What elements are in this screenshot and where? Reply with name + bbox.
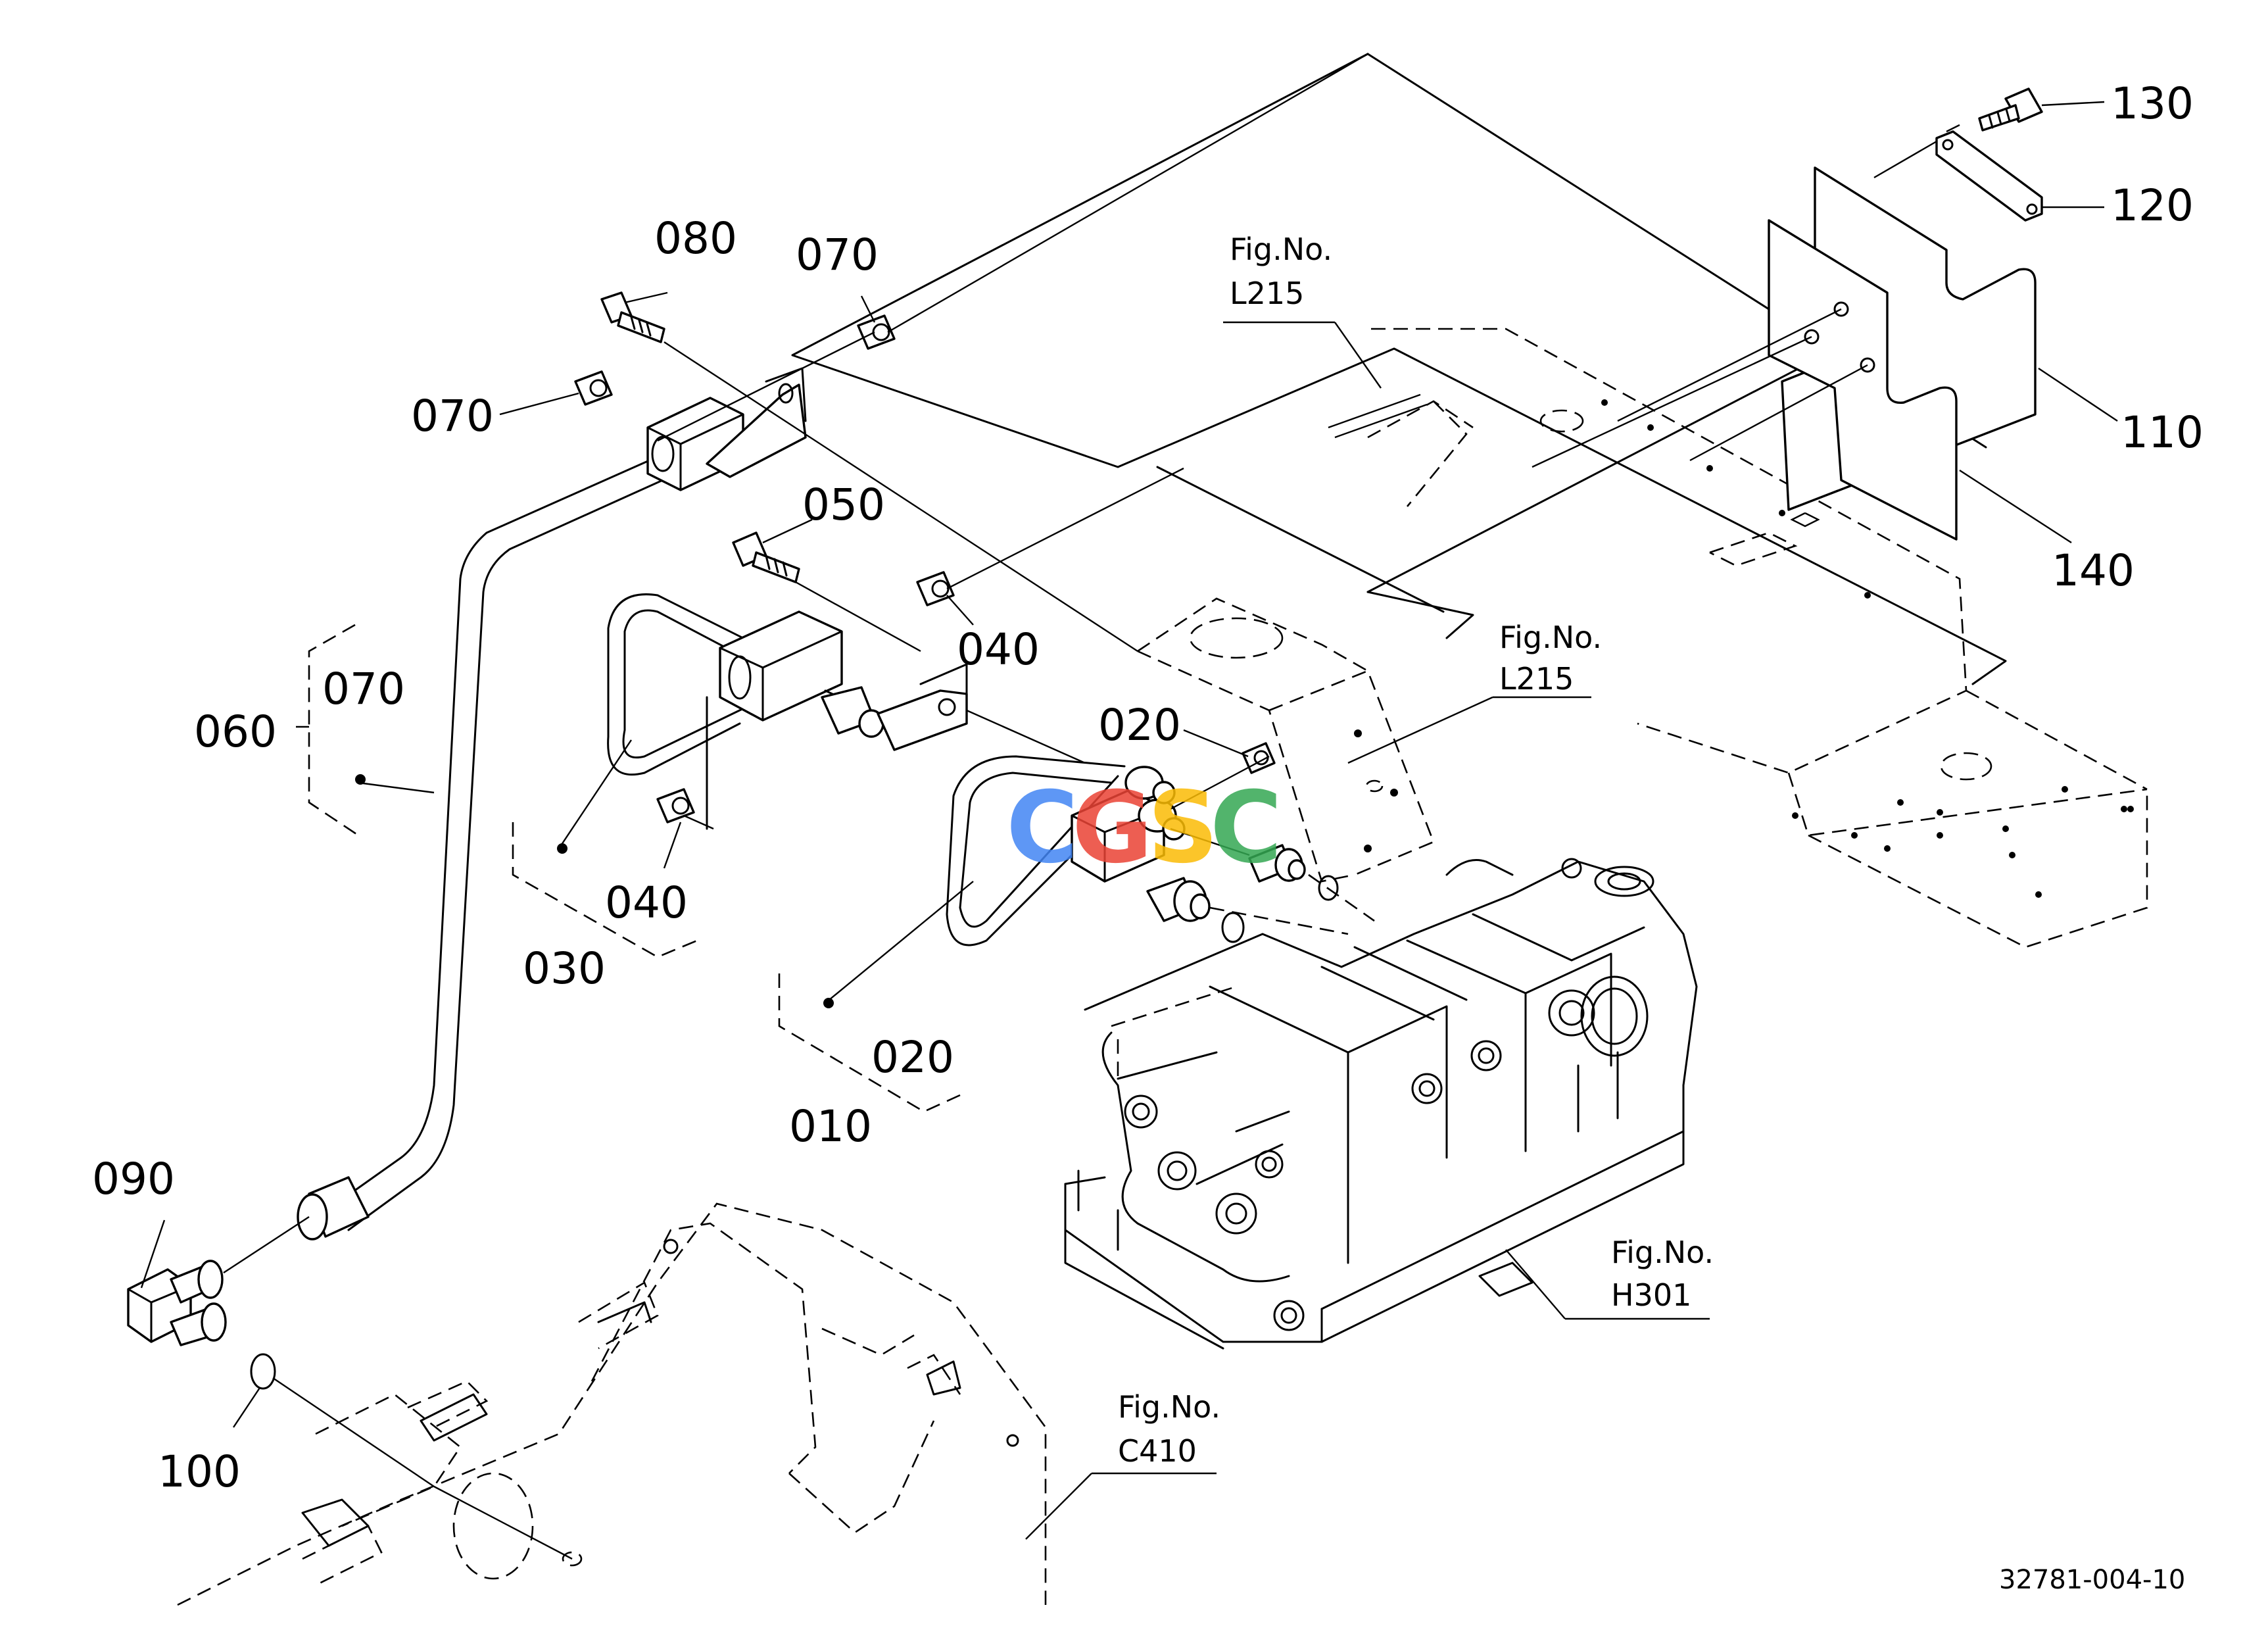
- callout-020-fitting: 020: [1098, 700, 1181, 750]
- fig-ref-l215-top-line1: Fig.No.: [1230, 232, 1332, 267]
- callout-040-right: 040: [957, 624, 1040, 675]
- nut-070-left: [574, 370, 613, 406]
- fig-ref-h301-line2: H301: [1611, 1277, 1691, 1313]
- callout-090: 090: [92, 1154, 175, 1204]
- fig-ref-h301-line1: Fig.No.: [1611, 1235, 1714, 1270]
- fig-ref-c410-line2: C410: [1118, 1433, 1197, 1469]
- fig-ref-c410-line1: Fig.No.: [1118, 1389, 1220, 1425]
- plate-140: [1768, 219, 1958, 541]
- fig-ref-l215-top-line2: L215: [1230, 276, 1304, 311]
- l215-dashed-part: [1328, 393, 1474, 507]
- watermark-letter-1: C: [1006, 771, 1078, 885]
- callout-070-group: 070: [322, 664, 405, 714]
- pipe-030: [607, 593, 968, 830]
- callout-070-left: 070: [411, 391, 494, 441]
- adapter-fittings: [1146, 844, 1375, 943]
- stay-120: [1935, 130, 2043, 222]
- callout-040-left: 040: [605, 877, 688, 928]
- bolt-130: [1978, 87, 2043, 132]
- group-brackets: [296, 624, 961, 1113]
- fig-ref-l215-right-line2: L215: [1499, 661, 1574, 697]
- fig-ref-c410: Fig.No. C410: [1118, 1389, 1220, 1469]
- callout-010: 010: [789, 1101, 872, 1152]
- watermark-letter-2: G: [1072, 771, 1153, 885]
- callout-070-top: 070: [796, 230, 879, 280]
- callout-130: 130: [2111, 78, 2194, 129]
- elbow-fitting-090: [127, 1260, 227, 1346]
- leader-lines: [140, 53, 2118, 1560]
- callout-020-group: 020: [871, 1032, 954, 1083]
- callout-110: 110: [2121, 407, 2204, 458]
- watermark-letter-4: C: [1210, 771, 1282, 885]
- bolt-050: [732, 531, 800, 583]
- part-callouts: 130 120 110 140 080 070 070 050 040 040 …: [92, 78, 2204, 1497]
- fig-ref-l215-top: Fig.No. L215: [1230, 232, 1332, 311]
- callout-140: 140: [2052, 545, 2135, 596]
- fig-ref-h301: Fig.No. H301: [1611, 1235, 1714, 1313]
- callout-060: 060: [194, 706, 277, 757]
- pipe-060: [297, 453, 679, 1241]
- hydraulic-control-valve: [1064, 858, 1698, 1350]
- bolt-080: [600, 291, 665, 343]
- transmission-housing: [177, 1202, 1047, 1606]
- callout-030: 030: [523, 943, 606, 994]
- nut-040-left: [656, 788, 695, 823]
- callout-050: 050: [802, 479, 885, 530]
- pipe-010: [946, 755, 1186, 946]
- support-bracket: [1137, 597, 1435, 883]
- o-ring-100: [250, 1353, 276, 1390]
- callout-120: 120: [2111, 180, 2194, 231]
- chassis-dashed-outline: [1371, 328, 2148, 948]
- drawing-code: 32781-004-10: [1999, 1565, 2185, 1595]
- nut-040-right: [916, 571, 955, 606]
- callout-080: 080: [654, 213, 737, 264]
- fig-ref-l215-right-line1: Fig.No.: [1499, 620, 1602, 655]
- callout-100: 100: [158, 1446, 241, 1497]
- watermark-letter-3: S: [1147, 771, 1218, 885]
- fig-ref-l215-right: Fig.No. L215: [1499, 620, 1602, 697]
- watermark: C G S C: [1006, 771, 1282, 885]
- pipe-clamp-bracket-upper: [646, 367, 807, 491]
